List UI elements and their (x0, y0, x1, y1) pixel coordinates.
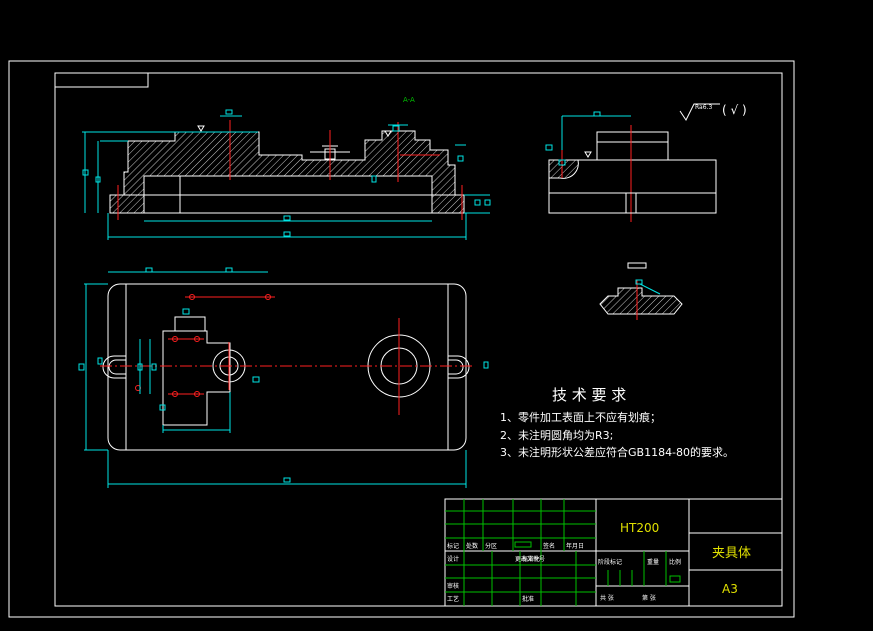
tb-design: 设计 (447, 555, 459, 563)
tb-stage-mark: 阶段标记 (598, 558, 622, 566)
side-view (545, 111, 717, 222)
tb-date: 年月日 (566, 542, 584, 550)
material-text: HT200 (620, 521, 659, 535)
tb-scale: 比例 (669, 558, 681, 566)
sheet-size: A3 (722, 582, 738, 596)
tech-item-2: 2、未注明圆角均为R3; (500, 428, 613, 442)
part-name: 夹具体 (712, 546, 751, 561)
roughness-symbol (679, 103, 720, 121)
roughness-paren: ( √ ) (722, 103, 747, 117)
tb-change-no: 更改文件号 (515, 555, 545, 563)
tb-sheet-no: 第 张 (642, 594, 656, 602)
tb-sign: 签名 (543, 542, 555, 550)
tb-zone: 分区 (485, 542, 497, 550)
tb-check: 审核 (447, 582, 459, 590)
outer-border (8, 60, 795, 618)
tb-craft: 工艺 (447, 595, 459, 603)
detail-view (599, 262, 683, 320)
plan-view (78, 267, 489, 488)
tb-mark: 标记 (447, 542, 459, 550)
inner-border (54, 72, 783, 607)
tb-count: 处数 (466, 542, 478, 550)
tb-standardize: 标准化 (522, 555, 540, 563)
title-block (444, 498, 783, 607)
tb-sheets-total: 共 张 (600, 594, 614, 602)
tech-item-3: 3、未注明形状公差应符合GB1184-80的要求。 (500, 445, 734, 459)
front-section-view (82, 109, 491, 240)
tech-title: 技 术 要 求 (552, 386, 626, 404)
roughness-note: Ra6.3 (695, 104, 712, 111)
corner-tag (54, 72, 149, 88)
tech-item-1: 1、零件加工表面上不应有划痕； (500, 410, 661, 424)
section-label: A-A (403, 96, 415, 104)
tb-weight: 重量 (647, 558, 659, 566)
tb-approve: 批准 (522, 595, 534, 603)
